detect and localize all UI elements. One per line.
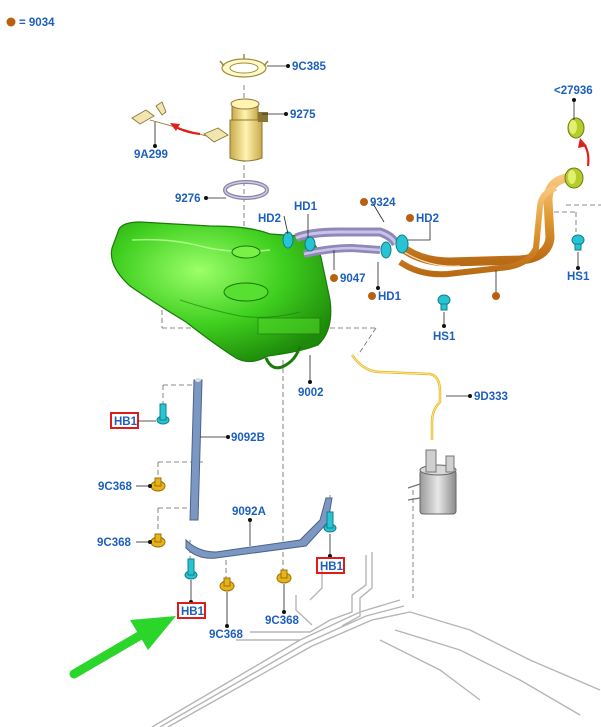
label-hd2-right: HD2 [416,213,439,225]
legend: = 9034 [6,17,55,29]
red-arrow-head-right [578,138,587,148]
label-9047: 9047 [340,273,366,285]
label-9c385: 9C385 [292,61,326,73]
label-9c368-a: 9C368 [98,481,132,493]
label-9092b: 9092B [231,432,265,444]
label-9c368-c: 9C368 [209,629,243,641]
fuel-tank-9002 [110,221,332,370]
label-hs1-right: HS1 [567,271,590,283]
hose-clamps [282,231,409,259]
label-hb1-right: HB1 [320,561,344,573]
leader-lines [136,65,579,626]
part-labels: 9C385 9275 9A299 9276 <27936 9324 HD2 HD… [97,61,593,641]
label-9324: 9324 [370,197,396,209]
leader-dots [148,64,580,628]
label-9275: 9275 [290,109,316,121]
evap-tube-9d333 [350,354,442,440]
green-arrow-icon [69,616,176,679]
evap-canister [407,449,457,515]
filler-pipe-9034 [397,173,576,278]
label-hd2-left: HD2 [258,213,281,225]
label-27936: <27936 [554,85,593,97]
push-pins-hs1 [437,234,585,311]
label-hb1-top: HB1 [114,416,138,428]
hb1-right: HB1 [316,557,345,574]
hb1-top: HB1 [110,412,156,429]
fuel-pump-seal-9276 [223,180,269,200]
label-9092a: 9092A [232,506,266,518]
bolts-hb1 [156,403,337,580]
lower-tube-bundle [151,552,601,727]
label-9d333: 9D333 [474,391,508,403]
label-9002: 9002 [298,387,324,399]
label-9c368-b: 9C368 [97,537,131,549]
fuel-pump-lock-ring-9c385 [219,54,269,78]
red-arrow-head-left [170,123,180,131]
hb1-bottom: HB1 [177,602,206,619]
label-9276: 9276 [175,193,201,205]
tank-strap-9092a [185,497,333,559]
fuel-level-sender-9a299 [131,101,229,143]
label-hb1-bottom: HB1 [181,606,205,618]
vapor-hose-9047 [294,227,401,258]
markers-9034 [330,198,500,300]
label-hd1-left: HD1 [294,201,318,213]
fuel-pump-module-9275 [229,98,268,162]
legend-text: = 9034 [19,17,55,29]
label-9c368-d: 9C368 [265,615,299,627]
legend-dot [6,17,16,27]
label-9a299: 9A299 [134,149,168,161]
label-hd1-right: HD1 [378,291,402,303]
label-hs1-center: HS1 [433,331,456,343]
tank-strap-9092b [189,378,203,521]
nuts-9c368 [150,477,292,592]
filler-cap-27936 [564,117,585,189]
